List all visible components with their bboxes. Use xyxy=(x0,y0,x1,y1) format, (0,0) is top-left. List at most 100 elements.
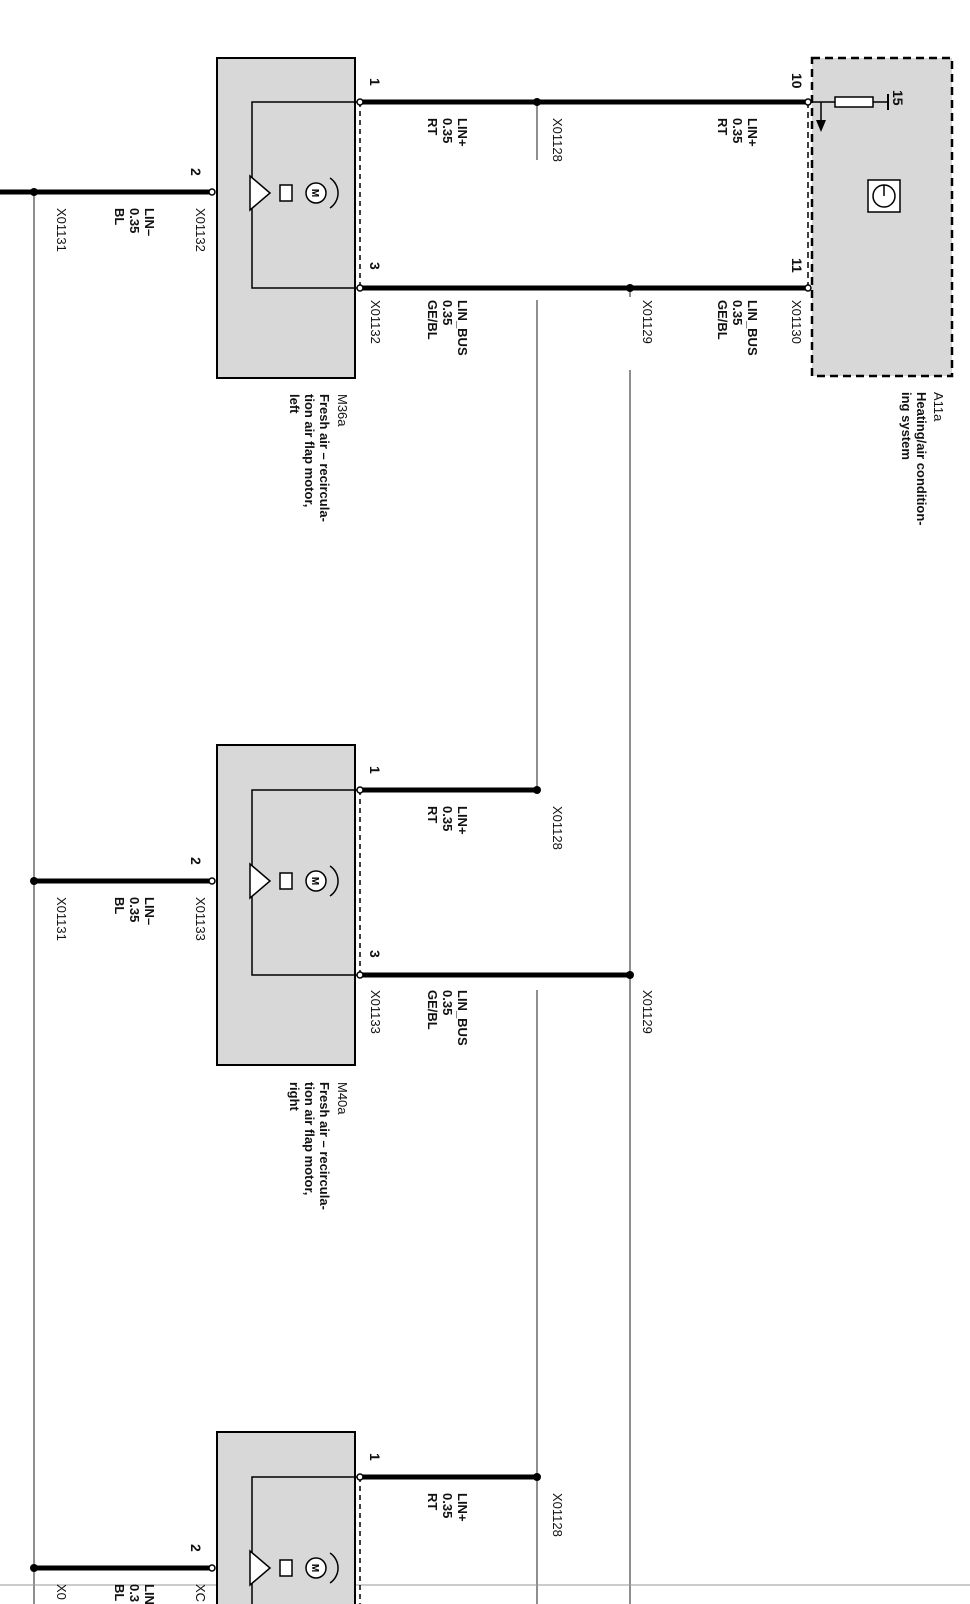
m3-pin1: 1 xyxy=(367,1453,383,1461)
m36a-wire2-label: LIN– 0.35 BL xyxy=(112,208,157,236)
splice-x01131-label: X01131 xyxy=(54,208,69,252)
cu-name: Heating/air condition- ing system xyxy=(899,392,929,526)
svg-text:LIN+: LIN+ xyxy=(455,118,470,147)
motor-m-icon xyxy=(305,870,327,892)
svg-text:tion air flap motor,: tion air flap motor, xyxy=(302,394,317,507)
m40a-splice-lin-bus: X01129 xyxy=(640,990,655,1034)
m3-splice-lin-plus: X01128 xyxy=(550,1493,565,1537)
svg-text:tion air flap motor,: tion air flap motor, xyxy=(302,1082,317,1195)
splice-dot xyxy=(30,1564,38,1572)
m36a-wire1-label: LIN+ 0.35 RT xyxy=(425,118,470,147)
m40a-pin3: 3 xyxy=(367,950,383,958)
control-unit-box xyxy=(810,56,954,378)
svg-text:0.35: 0.35 xyxy=(440,1493,455,1518)
splice-dot xyxy=(30,877,38,885)
splice-x01128-dot xyxy=(533,98,541,106)
motor-m-icon xyxy=(305,182,327,204)
svg-text:LIN+: LIN+ xyxy=(745,118,760,147)
splice-dot xyxy=(533,786,541,794)
input-triangle-icon xyxy=(249,862,272,900)
m40a-wire2-label: LIN– 0.35 BL xyxy=(112,897,157,925)
motor-third[interactable]: M xyxy=(216,1431,361,1604)
svg-text:Heating/air condition-: Heating/air condition- xyxy=(914,392,929,526)
svg-text:0.35: 0.35 xyxy=(440,990,455,1015)
m36a-wire3-label: LIN_BUS 0.35 GE/BL xyxy=(425,300,470,356)
m3-wire1-label: LIN+ 0.35 RT xyxy=(425,1493,470,1522)
svg-text:GE/BL: GE/BL xyxy=(425,990,440,1030)
m40a-pin2: 2 xyxy=(188,857,204,865)
splice-x01128-label: X01128 xyxy=(550,118,565,162)
cu-id: A11a xyxy=(931,392,946,422)
svg-text:BL: BL xyxy=(112,897,127,914)
m3-wire2-label: LIN– 0.3 BL xyxy=(112,1584,157,1604)
motor-box xyxy=(216,57,356,379)
svg-text:right: right xyxy=(287,1082,302,1112)
motor-m-letter: M xyxy=(309,1564,320,1572)
cu-wire-bottom-label: LIN_BUS 0.35 GE/BL xyxy=(715,300,760,356)
m36a-pin2: 2 xyxy=(188,168,204,176)
m40a-wire3-label: LIN_BUS 0.35 GE/BL xyxy=(425,990,470,1046)
cu-wire-top-label: LIN+ 0.35 RT xyxy=(715,118,760,147)
motor-box xyxy=(216,744,356,1066)
svg-text:0.35: 0.35 xyxy=(440,118,455,143)
resistor-icon xyxy=(834,96,874,108)
control-unit-a11a[interactable] xyxy=(807,56,954,378)
m40a-id: M40a xyxy=(335,1082,350,1115)
svg-text:LIN_BUS: LIN_BUS xyxy=(455,300,470,356)
motor-m-icon xyxy=(305,1557,327,1579)
svg-text:0.35: 0.35 xyxy=(440,300,455,325)
m40a-name: Fresh air – recircula- tion air flap mot… xyxy=(287,1082,332,1210)
svg-text:LIN+: LIN+ xyxy=(455,1493,470,1522)
rotation-arrow-icon xyxy=(329,865,339,897)
svg-text:LIN_BUS: LIN_BUS xyxy=(745,300,760,356)
m40a-pin1: 1 xyxy=(367,766,383,774)
m36a-name: Fresh air – recircula- tion air flap mot… xyxy=(287,394,332,522)
motor-m36a[interactable]: M xyxy=(216,57,361,379)
pin-marks xyxy=(208,98,812,1572)
motor-driver-icon xyxy=(279,1559,293,1577)
svg-text:RT: RT xyxy=(425,1493,440,1510)
rotation-arrow-icon xyxy=(329,177,339,209)
m40a-connector-b: X01133 xyxy=(368,990,383,1034)
m3-pin2: 2 xyxy=(188,1544,204,1552)
m3-connector: XC xyxy=(193,1584,208,1602)
m40a-connector-a: X01133 xyxy=(193,897,208,941)
svg-text:0.35: 0.35 xyxy=(127,897,142,922)
svg-text:LIN_BUS: LIN_BUS xyxy=(455,990,470,1046)
splice-dot xyxy=(626,971,634,979)
svg-text:LIN–: LIN– xyxy=(142,1584,157,1604)
svg-text:0.35: 0.35 xyxy=(730,300,745,325)
svg-text:ing system: ing system xyxy=(899,392,914,460)
svg-text:0.3: 0.3 xyxy=(127,1584,142,1602)
svg-text:LIN+: LIN+ xyxy=(455,806,470,835)
svg-text:RT: RT xyxy=(425,806,440,823)
svg-text:0.35: 0.35 xyxy=(440,806,455,831)
m40a-wire1-label: LIN+ 0.35 RT xyxy=(425,806,470,835)
m40a-splice-lin-plus: X01128 xyxy=(550,806,565,850)
cu-pin-10: 10 xyxy=(789,73,805,89)
svg-text:0.35: 0.35 xyxy=(730,118,745,143)
m36a-connector-a: X01132 xyxy=(193,208,208,252)
svg-text:LIN–: LIN– xyxy=(142,897,157,925)
svg-text:LIN–: LIN– xyxy=(142,208,157,236)
m36a-pin1: 1 xyxy=(367,78,383,86)
m36a-id: M36a xyxy=(335,394,350,427)
svg-text:left: left xyxy=(287,394,302,414)
cu-connector: X01130 xyxy=(789,300,804,344)
cu-pin-11: 11 xyxy=(789,258,805,273)
svg-text:BL: BL xyxy=(112,208,127,225)
motor-m-letter: M xyxy=(309,877,320,885)
svg-text:GE/BL: GE/BL xyxy=(715,300,730,340)
svg-text:BL: BL xyxy=(112,1584,127,1601)
motor-m40a[interactable]: M xyxy=(216,744,361,1066)
svg-text:Fresh air – recircula-: Fresh air – recircula- xyxy=(317,394,332,522)
rotation-arrow-icon xyxy=(329,1552,339,1584)
svg-text:GE/BL: GE/BL xyxy=(425,300,440,340)
splice-x01129-dot xyxy=(626,284,634,292)
splice-dot xyxy=(533,1473,541,1481)
splice-x01129-label: X01129 xyxy=(640,300,655,344)
svg-text:RT: RT xyxy=(425,118,440,135)
motor-driver-icon xyxy=(279,872,293,890)
input-triangle-icon xyxy=(249,174,272,212)
